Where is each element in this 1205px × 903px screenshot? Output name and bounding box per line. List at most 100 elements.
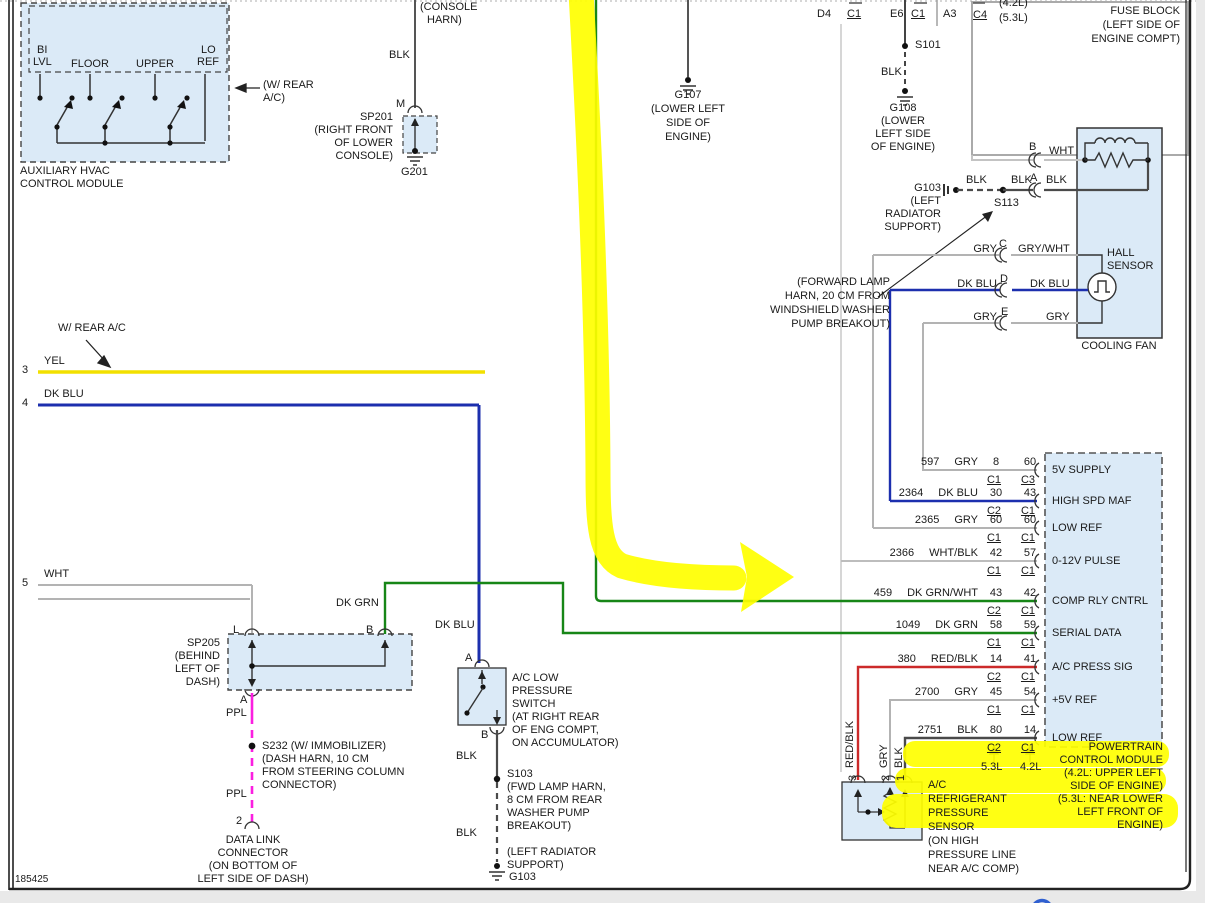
wire-color-label: DK GRN — [336, 597, 379, 609]
connector-ref: C1 — [1020, 671, 1036, 683]
pin-label: M — [396, 98, 406, 110]
s101-g108-circuit — [897, 0, 913, 106]
pcm-location: ENGINE) — [1117, 819, 1163, 831]
ground-icon — [407, 156, 423, 166]
splice-note: FROM STEERING COLUMN — [262, 766, 405, 778]
sp205-internals — [244, 628, 393, 697]
harness-note: (CONSOLE — [420, 1, 478, 13]
cooling-fan-box — [1076, 127, 1163, 339]
wire-color-label: BLK — [881, 66, 902, 78]
pin-number: 42 — [1023, 587, 1037, 599]
pin-number: 43 — [1023, 487, 1037, 499]
pcm-pin-function: 0-12V PULSE — [1052, 555, 1121, 567]
wire-color-label: GRY — [973, 311, 997, 323]
sensor-label: A/C — [928, 779, 947, 791]
pcm-title: POWERTRAIN — [1088, 741, 1163, 753]
pin-label: A — [465, 652, 473, 664]
splice-id: S101 — [915, 39, 941, 51]
dlc-location: LEFT SIDE OF DASH) — [197, 873, 309, 885]
pin-label: E — [1001, 306, 1009, 318]
dkgrn-serial-data-wire — [383, 581, 1037, 635]
g107-circuit — [680, 0, 696, 95]
pin-label: B — [481, 729, 489, 741]
pin-label: L — [233, 624, 240, 636]
fuse-block-location: (LEFT SIDE OF — [1102, 19, 1180, 31]
ground-id: G201 — [401, 166, 428, 178]
pin-number: 54 — [1023, 686, 1037, 698]
aux-hvac-inner-box — [28, 5, 228, 73]
sensor-location: PRESSURE LINE — [928, 849, 1017, 861]
fuse-block-location: ENGINE COMPT) — [1091, 33, 1180, 45]
highlighter-rect — [882, 794, 1178, 828]
connector-arc — [1028, 152, 1042, 168]
connector-arc — [244, 821, 260, 830]
wire-color-label: GRY/WHT — [1018, 243, 1070, 255]
logo-arc — [1033, 898, 1051, 903]
connector-ref: C1 — [1020, 565, 1036, 577]
wire-color-label: RED/BLK — [844, 720, 856, 768]
highlighter-stroke — [568, 0, 747, 591]
harness-note: HARN) — [427, 14, 462, 26]
pcm-title: CONTROL MODULE — [1059, 754, 1164, 766]
sp205-box — [227, 633, 413, 691]
splice-id: S113 — [994, 197, 1019, 209]
harness-note: WINDSHIELD WASHER — [770, 304, 890, 316]
rear-ac-note: W/ REAR A/C — [58, 322, 126, 334]
pcm-location: SIDE OF ENGINE) — [1070, 780, 1163, 792]
engine-variant-label: 4.2L — [1020, 761, 1042, 773]
dkgrnwht-comp-rly-wire — [594, 0, 1037, 603]
gry-wire — [889, 699, 1037, 780]
connector-arc — [244, 628, 393, 637]
pin-number: 42 — [989, 547, 1003, 559]
connector-ref: C1 — [986, 704, 1002, 716]
pin-label: BI — [37, 44, 48, 56]
connector-ref: C2 — [986, 505, 1002, 517]
harness-note: PUMP BREAKOUT) — [791, 318, 890, 330]
pcm-connector-arcs — [1034, 462, 1040, 746]
connector-ref: C3 — [1020, 474, 1036, 486]
wire-number: 5 — [22, 577, 29, 589]
pcm-pin-function: SERIAL DATA — [1052, 627, 1122, 639]
wire-color-label: GRY — [878, 744, 890, 768]
pin-number: 60 — [989, 514, 1003, 526]
pin-label: 1 — [895, 774, 907, 781]
splice-location: DASH) — [185, 676, 220, 688]
rear-ac-note: (W/ REAR — [263, 79, 314, 91]
switch-location: OF ENG COMPT, — [512, 724, 599, 736]
grid-ref-d4: D4 — [817, 8, 832, 20]
ground-location: SUPPORT) — [884, 221, 941, 233]
aux-hvac-title: AUXILIARY HVAC — [20, 165, 110, 177]
sp201-circuit — [407, 0, 423, 166]
wire-color-label: BLK — [893, 747, 905, 768]
green-wires — [383, 0, 1037, 635]
wire-color-label: BLK — [456, 827, 477, 839]
connector-ref: C2 — [986, 742, 1002, 754]
sensor-location: NEAR A/C COMP) — [928, 863, 1020, 875]
fuse-block-label: FUSE BLOCK — [1110, 5, 1180, 17]
pcm-pin-function: A/C PRESS SIG — [1052, 661, 1133, 673]
connector-ref: C1 — [911, 8, 926, 20]
connector-ref: C4 — [973, 9, 988, 21]
splice-note: WASHER PUMP — [507, 807, 590, 819]
connector-ref: C1 — [847, 8, 862, 20]
rear-ac-note: A/C) — [263, 92, 285, 104]
pcm-pin-function: LOW REF — [1052, 732, 1103, 744]
ground-location: LEFT SIDE — [875, 128, 931, 140]
pulse-icon — [1094, 280, 1110, 293]
engine-variant-label: (4.2L) — [999, 0, 1028, 9]
pin-number: 58 — [989, 619, 1003, 631]
connector-ref: C1 — [1020, 505, 1036, 517]
ground-location: SUPPORT) — [507, 859, 564, 871]
connector-ref: C1 — [1020, 742, 1036, 754]
fan-power-circuit — [971, 137, 1151, 169]
ground-location: SIDE OF — [665, 117, 711, 129]
switch-location: (AT RIGHT REAR — [512, 711, 600, 723]
pin-label: 2 — [880, 774, 892, 781]
pin-label: UPPER — [136, 58, 174, 70]
